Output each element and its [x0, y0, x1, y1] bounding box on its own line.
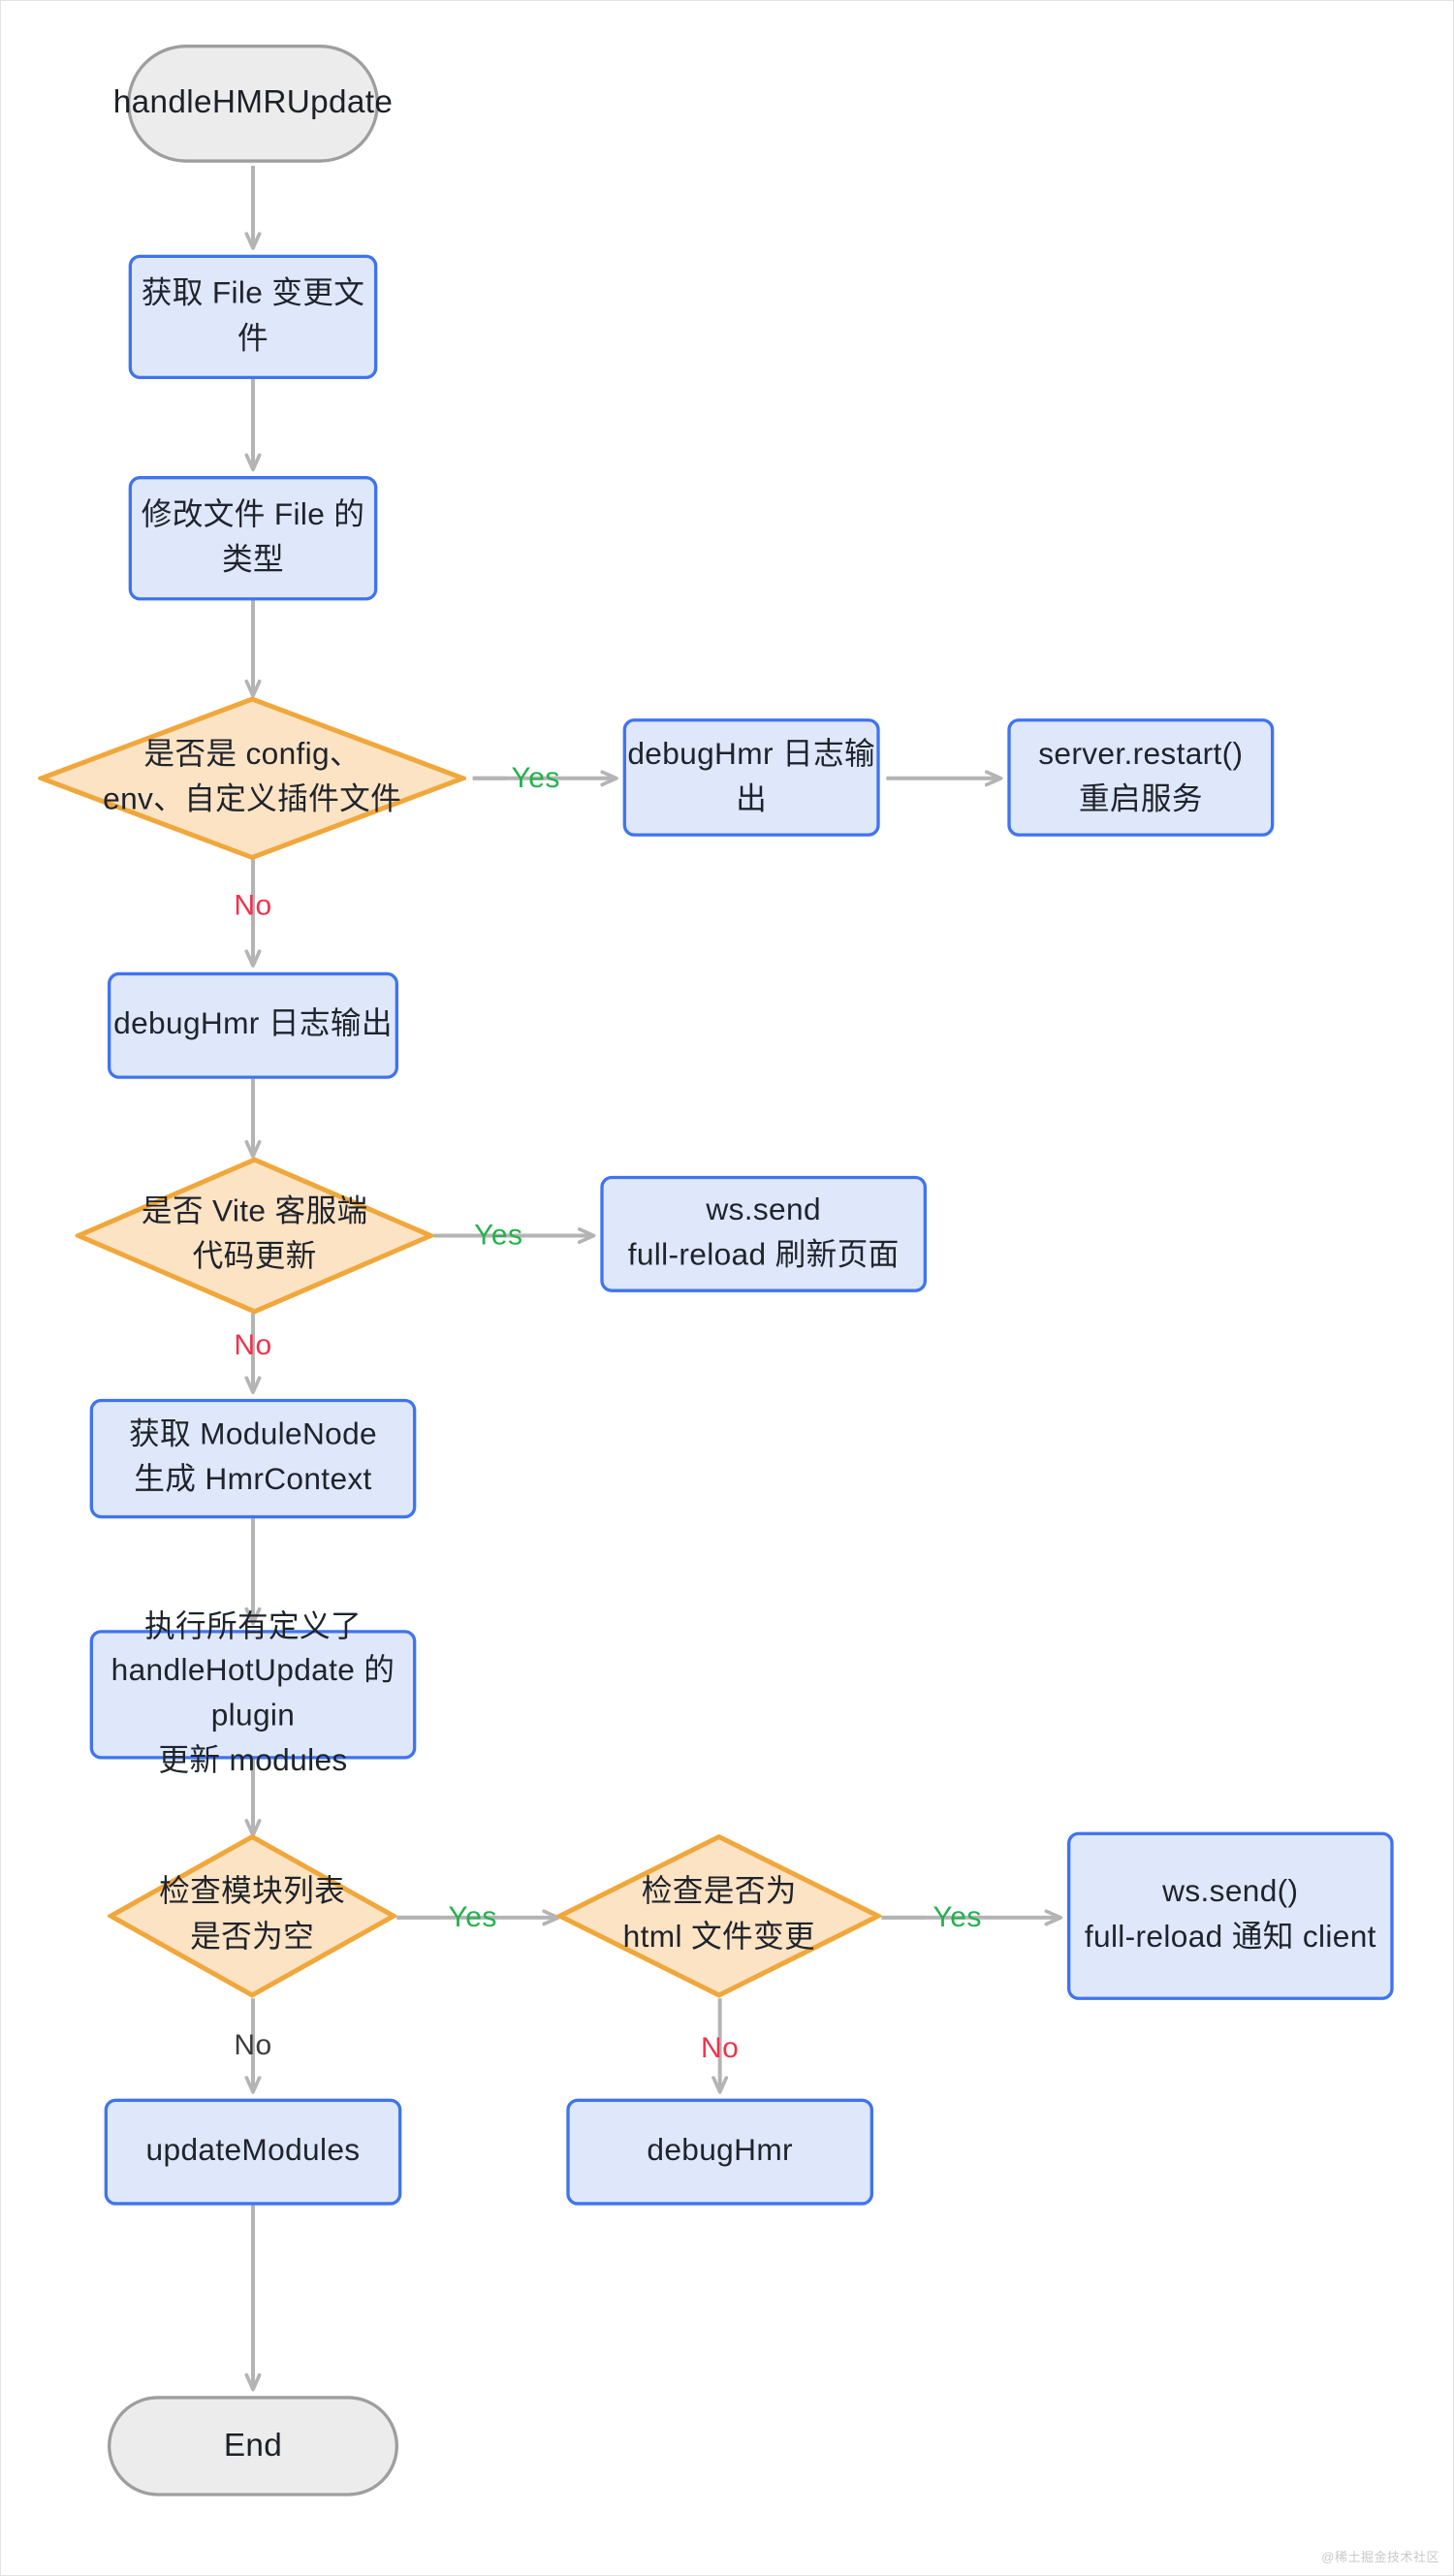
- node-is-config[interactable]: 是否是 config、 env、自定义插件文件: [38, 696, 466, 861]
- node-ws-send-notify-client[interactable]: ws.send() full-reload 通知 client: [1067, 1831, 1394, 2000]
- node-ws-send-full-reload-label: ws.send full-reload 刷新页面: [627, 1193, 900, 1273]
- node-update-modules-label: updateModules: [145, 2134, 361, 2169]
- node-get-file-label: 获取 File 变更文件: [141, 276, 365, 356]
- node-start-label: handleHMRUpdate: [112, 84, 394, 121]
- node-server-restart[interactable]: server.restart() 重启服务: [1007, 718, 1275, 837]
- node-modify-file-type-label: 修改文件 File 的类型: [141, 498, 365, 578]
- node-debughmr-log-2[interactable]: debugHmr 日志输出: [108, 971, 398, 1079]
- node-is-vite-client-label: 是否 Vite 客服端 代码更新: [141, 1195, 368, 1275]
- node-end-label: End: [223, 2427, 283, 2464]
- node-is-html-change-label: 检查是否为 html 文件变更: [622, 1876, 815, 1956]
- node-run-plugins-label: 执行所有定义了 handleHotUpdate 的 plugin 更新 modu…: [111, 1610, 395, 1778]
- diamond-shape-is-module-list-empty: [108, 1833, 397, 1998]
- edge-label-no-is-config: No: [234, 888, 272, 922]
- node-server-restart-label: server.restart() 重启服务: [1038, 738, 1244, 816]
- node-debughmr-3-label: debugHmr: [647, 2134, 793, 2169]
- edge-label-no-is-html: No: [700, 2031, 740, 2064]
- node-get-modulenode-label: 获取 ModuleNode 生成 HmrContext: [128, 1418, 378, 1498]
- node-modify-file-type[interactable]: 修改文件 File 的类型: [128, 476, 378, 601]
- node-run-plugins[interactable]: 执行所有定义了 handleHotUpdate 的 plugin 更新 modu…: [89, 1610, 417, 1778]
- edge-label-yes-is-html: Yes: [932, 1900, 982, 1933]
- node-is-html-change[interactable]: 检查是否为 html 文件变更: [556, 1833, 882, 1998]
- node-end[interactable]: End: [108, 2396, 398, 2496]
- edge-label-yes-is-vite: Yes: [474, 1218, 523, 1252]
- node-get-file[interactable]: 获取 File 变更文件: [128, 254, 378, 380]
- edge-label-no-is-empty: No: [234, 2028, 272, 2061]
- node-is-module-list-empty[interactable]: 检查模块列表 是否为空: [108, 1833, 397, 1998]
- node-ws-send-full-reload[interactable]: ws.send full-reload 刷新页面: [600, 1175, 927, 1292]
- node-update-modules[interactable]: updateModules: [104, 2098, 402, 2206]
- node-ws-send-notify-client-label: ws.send() full-reload 通知 client: [1084, 1876, 1376, 1956]
- node-start[interactable]: handleHMRUpdate: [113, 45, 393, 163]
- watermark: @稀土掘金技术社区: [1321, 2550, 1439, 2564]
- node-debughmr-log-2-label: debugHmr 日志输出: [113, 1007, 393, 1042]
- edge-label-no-is-vite: No: [234, 1328, 272, 1361]
- node-debughmr-log-1[interactable]: debugHmr 日志输出: [622, 718, 880, 837]
- edge-label-yes-is-empty: Yes: [448, 1900, 497, 1933]
- edge-label-yes-is-config: Yes: [511, 761, 560, 794]
- diamond-shape-is-config: [38, 696, 466, 861]
- node-get-modulenode[interactable]: 获取 ModuleNode 生成 HmrContext: [89, 1398, 417, 1519]
- node-debughmr-3[interactable]: debugHmr: [566, 2098, 873, 2206]
- node-is-module-list-empty-label: 检查模块列表 是否为空: [159, 1876, 346, 1956]
- node-debughmr-log-1-label: debugHmr 日志输出: [627, 738, 875, 816]
- diamond-shape-is-vite-client: [75, 1157, 434, 1315]
- node-is-config-label: 是否是 config、 env、自定义插件文件: [103, 738, 402, 817]
- diamond-shape-is-html-change: [556, 1833, 882, 1998]
- node-is-vite-client[interactable]: 是否 Vite 客服端 代码更新: [75, 1157, 434, 1315]
